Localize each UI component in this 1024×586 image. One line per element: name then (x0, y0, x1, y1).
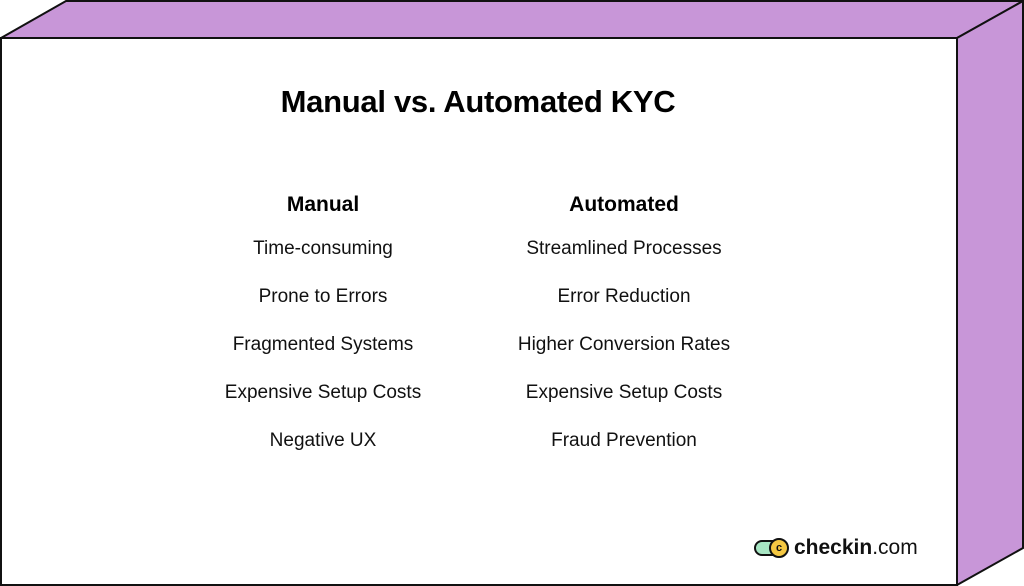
box-right-face (956, 0, 1024, 586)
logo-suffix: .com (872, 536, 918, 559)
box-top-face (0, 0, 1024, 39)
logo-brand: checkin (794, 536, 873, 559)
automated-item: Error Reduction (557, 286, 691, 307)
manual-item: Expensive Setup Costs (224, 382, 422, 403)
manual-column-header: Manual (286, 193, 360, 216)
manual-item: Fragmented Systems (232, 334, 414, 355)
logo-wordmark: checkin.com (794, 536, 918, 560)
automated-item: Streamlined Processes (526, 238, 722, 259)
manual-column: Manual Time-consuming Prone to Errors Fr… (173, 190, 473, 474)
box-front-face (0, 37, 958, 586)
automated-item: Expensive Setup Costs (525, 382, 723, 403)
logo-coin-shape: c (769, 538, 789, 558)
page-title: Manual vs. Automated KYC (280, 84, 676, 119)
automated-column: Automated Streamlined Processes Error Re… (474, 190, 774, 474)
manual-item: Prone to Errors (258, 286, 388, 307)
automated-item: Fraud Prevention (551, 430, 697, 451)
automated-column-header: Automated (569, 193, 679, 216)
automated-item: Higher Conversion Rates (517, 334, 731, 355)
manual-item: Negative UX (269, 430, 377, 451)
manual-item: Time-consuming (253, 238, 393, 259)
checkin-logo: c checkin.com (754, 533, 918, 563)
checkin-logo-icon: c (754, 537, 790, 559)
